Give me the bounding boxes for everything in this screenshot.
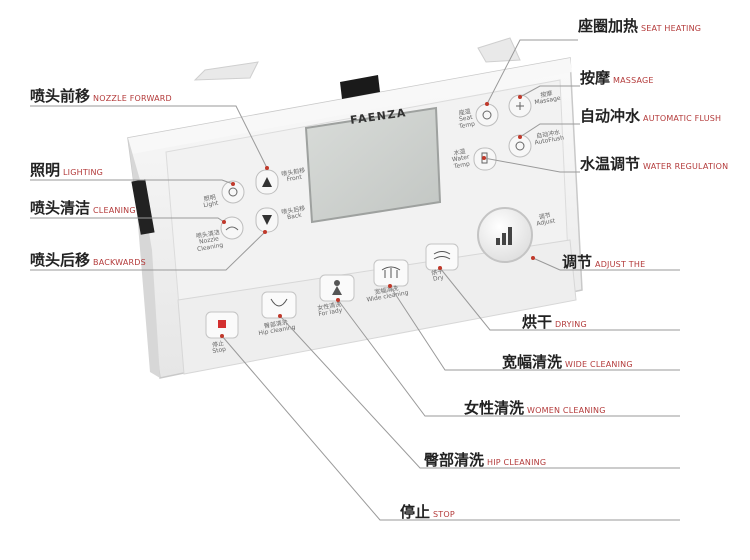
drying-en: DRYING xyxy=(555,320,587,329)
lighting-en: LIGHTING xyxy=(63,168,104,177)
massage-callout-en: MASSAGE xyxy=(613,76,654,85)
seat-heating-zh: 座圈加热 xyxy=(578,17,639,35)
women-cleaning-en: WOMEN CLEANING xyxy=(527,406,606,415)
nozzle-forward-en: NOZZLE FORWARD xyxy=(93,94,172,103)
hip-cleaning-en: HIP CLEANING xyxy=(487,458,547,467)
cleaning-en: CLEANING xyxy=(93,206,136,215)
dry-button-label: 烘干 Dry xyxy=(431,268,445,283)
hip-cleaning-zh: 臀部清洗 xyxy=(424,451,485,469)
stop-callout-zh: 停止 xyxy=(400,503,431,521)
auto-flush-en: AUTOMATIC FLUSH xyxy=(643,114,722,123)
nozzle-forward-zh: 喷头前移 xyxy=(30,87,91,105)
backwards-en: BACKWARDS xyxy=(93,258,146,267)
seat-temp-label: 座温 Seat Temp xyxy=(456,108,475,130)
stop-button-label: 停止 Stop xyxy=(211,340,227,356)
auto-flush-zh: 自动冲水 xyxy=(580,107,641,125)
wide-cleaning-en: WIDE CLEANING xyxy=(565,360,633,369)
adjust-callout-zh: 调节 xyxy=(562,253,593,271)
water-regulation-zh: 水温调节 xyxy=(580,155,641,173)
cleaning-zh: 喷头清洁 xyxy=(30,199,91,217)
stop-callout-en: STOP xyxy=(433,510,455,519)
backwards-zh: 喷头后移 xyxy=(30,251,91,269)
massage-callout-zh: 按摩 xyxy=(580,69,611,87)
lcd-screen xyxy=(304,106,442,224)
water-regulation-en: WATER REGULATION xyxy=(643,162,729,171)
adjust-callout-en: ADJUST THE xyxy=(595,260,646,269)
drying-zh: 烘干 xyxy=(522,313,553,331)
water-temp-label: 水温 Water Temp xyxy=(450,148,471,171)
light-button-label: 照明 Light xyxy=(202,194,219,210)
lighting-zh: 照明 xyxy=(30,161,61,179)
wide-cleaning-zh: 宽幅清洗 xyxy=(502,353,563,371)
seat-heating-en: SEAT HEATING xyxy=(641,24,702,33)
women-cleaning-zh: 女性清洗 xyxy=(464,399,525,417)
